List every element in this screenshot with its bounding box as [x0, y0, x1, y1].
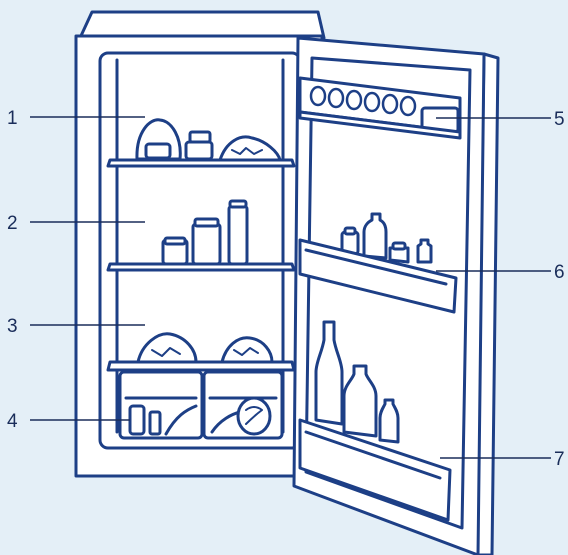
- callout-label-4: 4: [7, 411, 18, 432]
- jar-medium: [193, 224, 220, 264]
- tall-container: [229, 206, 247, 264]
- callout-label-2: 2: [7, 213, 18, 234]
- short-bottle: [380, 400, 398, 442]
- callout-label-7: 7: [554, 449, 565, 470]
- cabinet-top: [80, 12, 324, 38]
- shelf-1: [108, 160, 294, 166]
- crisper-drawers: [120, 372, 282, 438]
- callout-label-3: 3: [7, 316, 18, 337]
- callout-label-6: 6: [554, 262, 565, 283]
- callout-label-1: 1: [7, 108, 18, 129]
- shelf-3: [108, 362, 294, 370]
- shelf-2: [108, 264, 294, 270]
- callout-label-5: 5: [554, 109, 565, 130]
